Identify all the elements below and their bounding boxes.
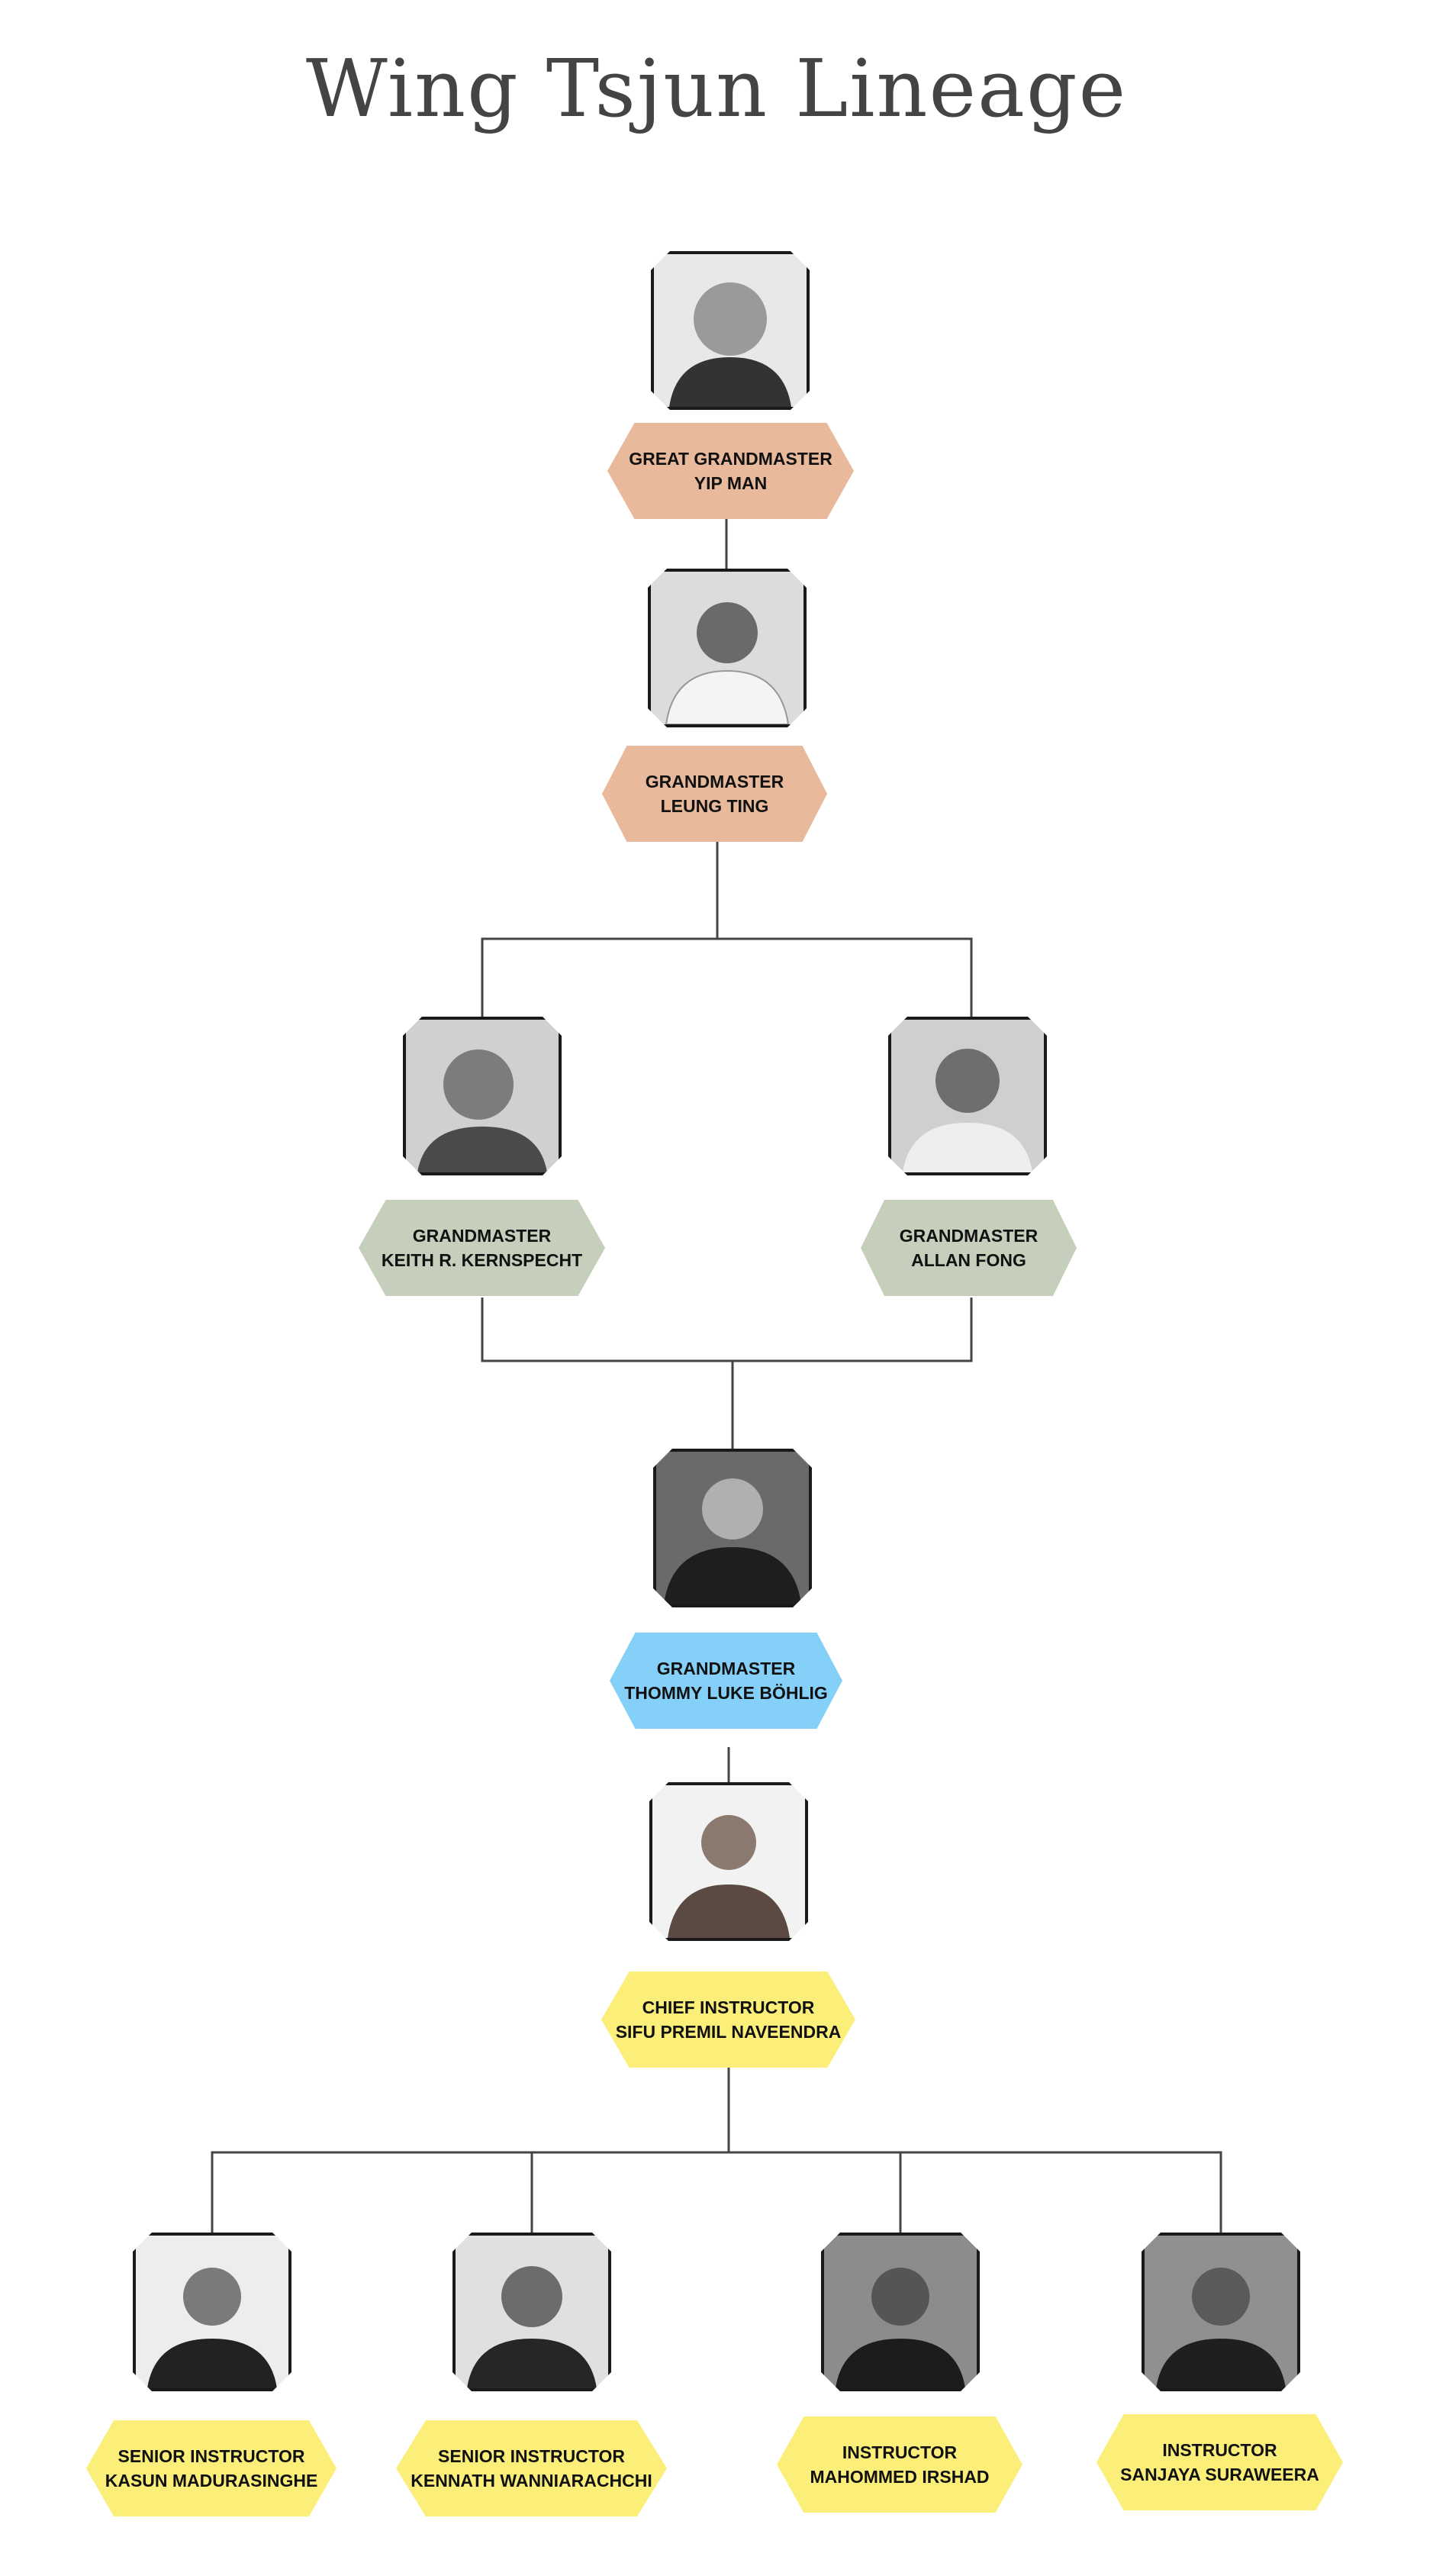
rank-text: SENIOR INSTRUCTOR	[118, 2446, 305, 2466]
name-text: SANJAYA SURAWEERA	[1120, 2465, 1319, 2484]
name-text: THOMMY LUKE BÖHLIG	[624, 1683, 828, 1703]
portrait-photo	[1142, 2233, 1300, 2391]
name-text: KENNATH WANNIARACHCHI	[411, 2471, 652, 2491]
lineage-label: INSTRUCTOR SANJAYA SURAWEERA	[1096, 2414, 1343, 2510]
portrait-photo	[133, 2233, 291, 2391]
lineage-label: INSTRUCTOR MAHOMMED IRSHAD	[777, 2416, 1022, 2513]
portrait-silhouette-icon	[651, 572, 803, 724]
portrait-silhouette-icon	[891, 1020, 1044, 1172]
portrait-silhouette-icon	[406, 1020, 559, 1172]
connector	[481, 1298, 973, 1362]
connector	[717, 937, 973, 1017]
name-text: ALLAN FONG	[911, 1250, 1026, 1270]
rank-text: GRANDMASTER	[656, 1659, 796, 1678]
rank-text: GREAT GRANDMASTER	[629, 449, 832, 469]
portrait-photo	[649, 1782, 808, 1941]
name-text: KEITH R. KERNSPECHT	[381, 1250, 583, 1270]
page-title: Wing Tsjun Lineage	[305, 42, 1128, 135]
connector	[211, 2151, 1222, 2233]
rank-text: SENIOR INSTRUCTOR	[438, 2446, 625, 2466]
name-text: SIFU PREMIL NAVEENDRA	[615, 2022, 842, 2042]
portrait-silhouette-icon	[656, 1452, 809, 1604]
portrait-silhouette-icon	[456, 2236, 608, 2388]
lineage-label: GRANDMASTER KEITH R. KERNSPECHT	[359, 1200, 605, 1296]
rank-text: INSTRUCTOR	[1162, 2440, 1277, 2460]
portrait-photo	[452, 2233, 611, 2391]
portrait-silhouette-icon	[136, 2236, 288, 2388]
portrait-silhouette-icon	[654, 254, 807, 407]
portrait-photo	[888, 1017, 1047, 1175]
lineage-label: CHIEF INSTRUCTOR SIFU PREMIL NAVEENDRA	[601, 1971, 855, 2068]
portrait-photo	[821, 2233, 980, 2391]
rank-text: CHIEF INSTRUCTOR	[642, 1997, 815, 2017]
rank-text: GRANDMASTER	[412, 1226, 552, 1246]
lineage-label: GRANDMASTER THOMMY LUKE BÖHLIG	[610, 1633, 842, 1729]
rank-text: INSTRUCTOR	[842, 2442, 958, 2462]
portrait-photo	[403, 1017, 562, 1175]
name-text: MAHOMMED IRSHAD	[810, 2467, 990, 2487]
portrait-photo	[651, 251, 810, 410]
portrait-silhouette-icon	[824, 2236, 977, 2388]
name-text: KASUN MADURASINGHE	[105, 2471, 318, 2491]
lineage-label: SENIOR INSTRUCTOR KASUN MADURASINGHE	[86, 2420, 337, 2516]
rank-text: GRANDMASTER	[645, 772, 784, 791]
lineage-label: GRANDMASTER ALLAN FONG	[861, 1200, 1077, 1296]
lineage-label: SENIOR INSTRUCTOR KENNATH WANNIARACHCHI	[396, 2420, 667, 2516]
portrait-silhouette-icon	[1145, 2236, 1297, 2388]
name-text: LEUNG TING	[660, 796, 769, 816]
rank-text: GRANDMASTER	[899, 1226, 1039, 1246]
connector	[481, 841, 719, 1017]
name-text: YIP MAN	[694, 473, 768, 493]
portrait-silhouette-icon	[652, 1785, 805, 1938]
lineage-label: GREAT GRANDMASTER YIP MAN	[607, 423, 854, 519]
portrait-photo	[653, 1449, 812, 1607]
lineage-label: GRANDMASTER LEUNG TING	[602, 746, 827, 842]
portrait-photo	[648, 569, 807, 727]
